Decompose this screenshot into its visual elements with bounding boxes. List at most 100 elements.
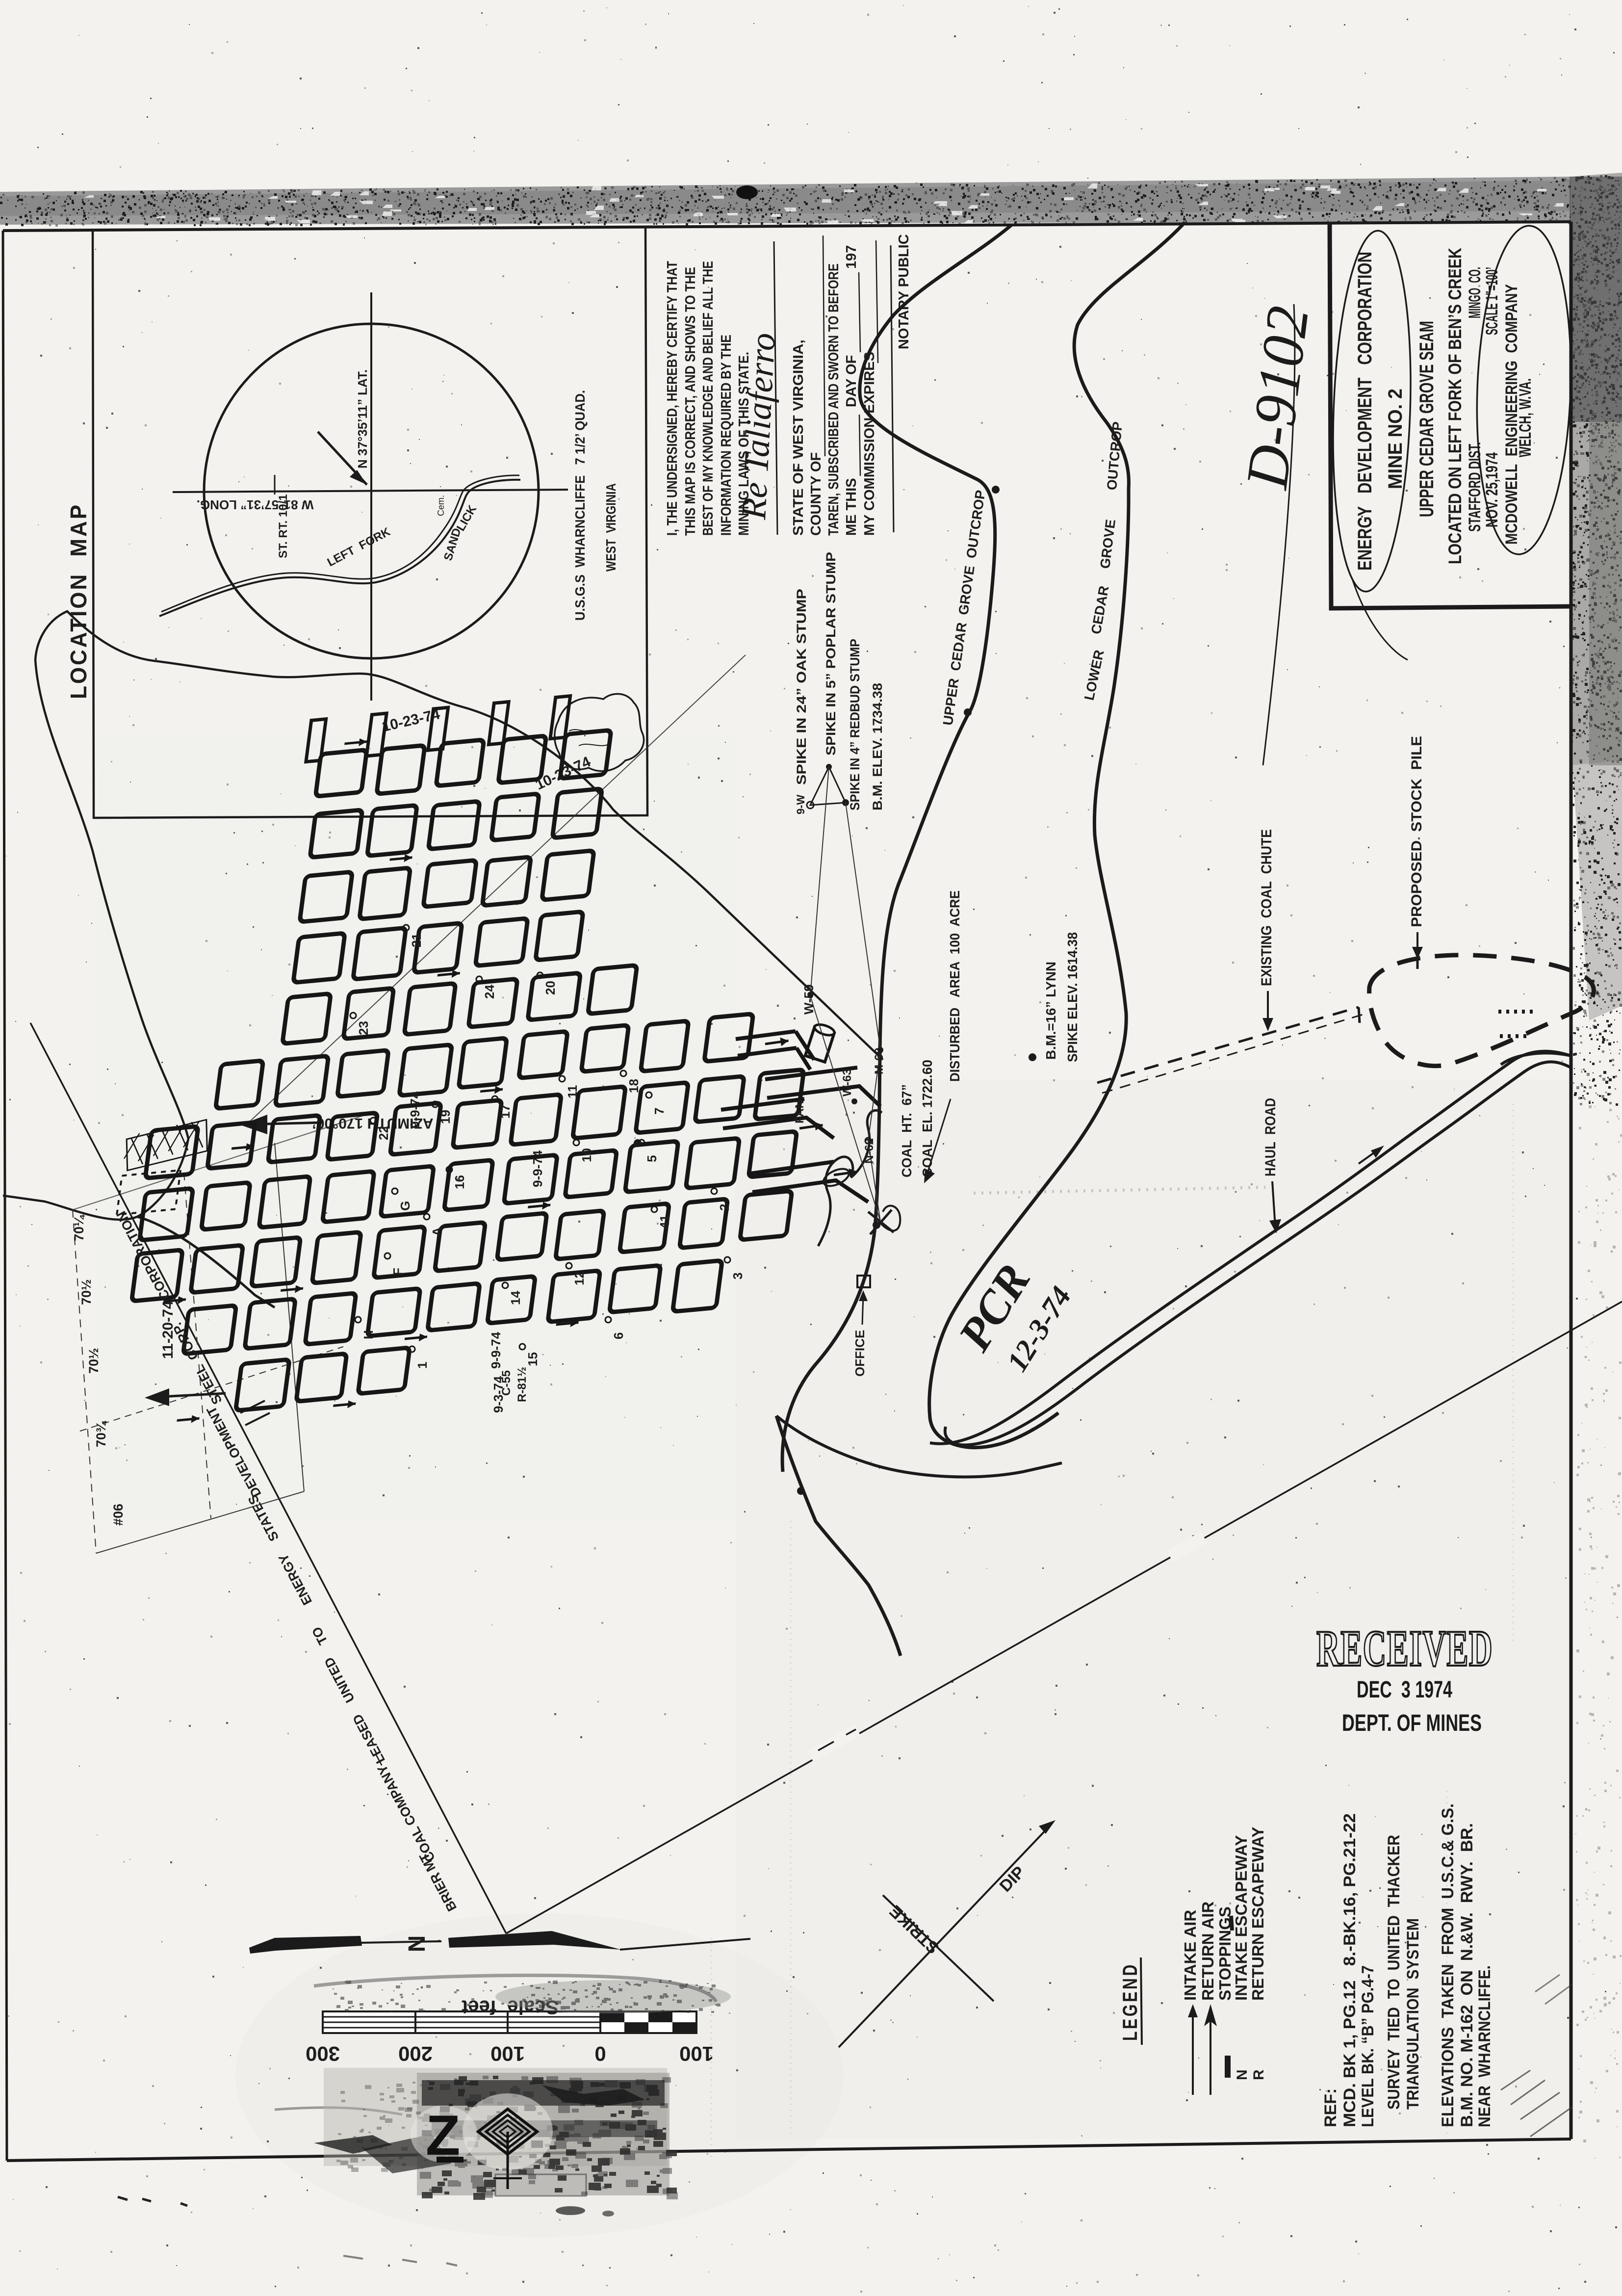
- svg-text:MINE NO. 2: MINE NO. 2: [1385, 389, 1406, 489]
- svg-text:UPPER CEDAR GROVE SEAM: UPPER CEDAR GROVE SEAM: [1416, 321, 1438, 517]
- svg-text:COAL HT. 67”: COAL HT. 67”: [899, 1084, 914, 1177]
- svg-text:HAUL ROAD: HAUL ROAD: [1262, 1098, 1279, 1176]
- svg-text:100: 100: [679, 2042, 714, 2065]
- svg-text:R-81½: R-81½: [515, 1367, 529, 1402]
- svg-text:B.M. NO. M-162 ON N.&W. RWY: B.M. NO. M-162 ON N.&W. RWY. BR.: [1458, 1823, 1476, 2127]
- svg-text:R: R: [1251, 2069, 1267, 2080]
- svg-text:24: 24: [482, 985, 497, 999]
- svg-text:ENERGY DEVELOPMENT CORPORA: ENERGY DEVELOPMENT CORPORATION: [1354, 252, 1376, 571]
- svg-text:20: 20: [543, 981, 558, 995]
- svg-text:15: 15: [525, 1352, 540, 1366]
- svg-text:LOCATION MAP: LOCATION MAP: [66, 503, 91, 699]
- svg-text:9-9-74: 9-9-74: [489, 1331, 503, 1369]
- svg-text:B.M. ELEV. 1734.38: B.M. ELEV. 1734.38: [870, 683, 885, 810]
- svg-text:WEST VIRGINIA: WEST VIRGINIA: [603, 483, 618, 572]
- svg-text:NEAR WHARNCLIFFE.: NEAR WHARNCLIFFE.: [1475, 1965, 1494, 2127]
- svg-text:9-3-74: 9-3-74: [491, 1376, 506, 1413]
- svg-text:F: F: [390, 1268, 405, 1276]
- svg-text:11: 11: [565, 1085, 580, 1099]
- svg-text:TAREN, SUBSCRIBED AND SWORN TO: TAREN, SUBSCRIBED AND SWORN TO BEFORE: [826, 263, 842, 536]
- svg-text:2: 2: [717, 1204, 732, 1211]
- svg-text:18: 18: [626, 1079, 641, 1093]
- svg-text:70¾: 70¾: [94, 1420, 108, 1447]
- svg-text:I, THE UNDERSIGNED, HEREBY CER: I, THE UNDERSIGNED, HEREBY CERTIFY THAT: [665, 261, 680, 536]
- svg-text:5: 5: [644, 1155, 659, 1162]
- svg-text:BEST OF MY KNOWLEDGE AND BELIE: BEST OF MY KNOWLEDGE AND BELIEF ALL THE: [700, 261, 716, 536]
- svg-text:14: 14: [508, 1291, 523, 1305]
- svg-text:REF:: REF:: [1321, 2088, 1340, 2127]
- svg-text:SPIKE IN 24” OAK STUMP: SPIKE IN 24” OAK STUMP: [794, 589, 809, 785]
- svg-text:9-9-74: 9-9-74: [408, 1091, 422, 1128]
- svg-text:197: 197: [844, 245, 859, 269]
- svg-text:SPIKE ELEV. 1614.38: SPIKE ELEV. 1614.38: [1065, 932, 1080, 1062]
- svg-text:N: N: [404, 1935, 430, 1953]
- svg-text:9-9-74: 9-9-74: [530, 1150, 545, 1187]
- svg-text:DISTURBED AREA 100 ACRE: DISTURBED AREA 100 ACRE: [947, 890, 962, 1082]
- svg-text:NOV. 25,1974: NOV. 25,1974: [1483, 452, 1501, 527]
- svg-text:EXISTING COAL CHUTE: EXISTING COAL CHUTE: [1259, 829, 1275, 986]
- svg-text:19: 19: [438, 1110, 453, 1124]
- svg-text:MINING LAWS OF THIS STATE.: MINING LAWS OF THIS STATE.: [736, 352, 752, 536]
- svg-text:G: G: [398, 1201, 412, 1211]
- svg-text:Cem.: Cem.: [436, 495, 446, 516]
- svg-text:RETURN AIR: RETURN AIR: [1199, 1902, 1217, 2001]
- svg-text:0: 0: [594, 2042, 606, 2065]
- svg-text:ST. RT. 10/1: ST. RT. 10/1: [277, 494, 290, 558]
- svg-text:TRIANGULATION SYSTEM: TRIANGULATION SYSTEM: [1404, 1918, 1422, 2110]
- svg-text:SURVEY TIED TO UNITED THAC: SURVEY TIED TO UNITED THACKER: [1385, 1835, 1403, 2110]
- svg-text:OFFICE: OFFICE: [852, 1330, 867, 1377]
- svg-text:W-59: W-59: [801, 984, 816, 1015]
- svg-text:23: 23: [356, 1021, 371, 1035]
- svg-text:STATE OF WEST VIRGINIA,: STATE OF WEST VIRGINIA,: [791, 339, 806, 536]
- svg-text:ELEVATIONS TAKEN FROM U.S.C: ELEVATIONS TAKEN FROM U.S.C.& G.S.: [1439, 1803, 1457, 2127]
- svg-text:SPIKE IN 4” REDBUD STUMP: SPIKE IN 4” REDBUD STUMP: [848, 639, 862, 810]
- svg-text:NOTARY PUBLIC: NOTARY PUBLIC: [896, 234, 912, 349]
- svg-text:10: 10: [579, 1148, 594, 1162]
- svg-text:INFORMATION REQUIRED BY THE: INFORMATION REQUIRED BY THE: [719, 335, 734, 536]
- svg-text:70½: 70½: [86, 1348, 101, 1374]
- svg-text:3: 3: [730, 1273, 745, 1279]
- svg-text:COUNTY OF: COUNTY OF: [808, 452, 824, 536]
- svg-text:MY COMMISSION EXPIRES: MY COMMISSION EXPIRES: [862, 352, 877, 536]
- svg-text:70¼: 70¼: [72, 1214, 86, 1241]
- svg-text:WELCH, W.VA.: WELCH, W.VA.: [1516, 378, 1535, 457]
- svg-text:U.S.G.S WHARNCLIFFE 7 1/2’: U.S.G.S WHARNCLIFFE 7 1/2’ QUAD.: [572, 390, 588, 621]
- svg-text:DEPT. OF MINES: DEPT. OF MINES: [1342, 1710, 1482, 1736]
- svg-text:W 81°57’31” LONG.: W 81°57’31” LONG.: [197, 497, 314, 512]
- svg-text:B.M.=16” LYNN: B.M.=16” LYNN: [1043, 962, 1058, 1060]
- svg-text:FAN: FAN: [793, 1100, 806, 1123]
- svg-text:Re Taliaferro: Re Taliaferro: [734, 332, 783, 521]
- svg-text:MCD. BK 1, PG.12 8.-BK.16, P: MCD. BK 1, PG.12 8.-BK.16, PG.21-22: [1340, 1813, 1359, 2127]
- svg-text:1: 1: [415, 1362, 430, 1369]
- svg-text:16: 16: [452, 1175, 467, 1189]
- svg-text:9-W: 9-W: [795, 794, 807, 814]
- svg-text:C-55: C-55: [500, 1370, 513, 1396]
- svg-text:22: 22: [376, 1126, 391, 1140]
- svg-text:LEVEL BK. “B” PG.4-7: LEVEL BK. “B” PG.4-7: [1359, 1965, 1377, 2127]
- svg-text:11-20-74: 11-20-74: [160, 1301, 176, 1359]
- svg-text:MCDOWELL ENGINEERING COMPANY: MCDOWELL ENGINEERING COMPANY: [1502, 284, 1521, 545]
- svg-text:200: 200: [398, 2042, 433, 2065]
- svg-text:THIS MAP IS CORRECT, AND SHOWS: THIS MAP IS CORRECT, AND SHOWS TO THE: [683, 267, 698, 536]
- svg-text:17: 17: [498, 1104, 513, 1119]
- svg-text:H: H: [361, 1330, 376, 1339]
- svg-text:Z: Z: [426, 2104, 460, 2167]
- svg-text:A: A: [430, 1227, 444, 1236]
- svg-text:RETURN ESCAPEWAY: RETURN ESCAPEWAY: [1249, 1826, 1267, 2001]
- svg-text:DAY OF: DAY OF: [844, 355, 859, 407]
- svg-text:LEGEND: LEGEND: [1118, 1962, 1141, 2041]
- svg-text:12: 12: [572, 1271, 587, 1285]
- svg-text:300: 300: [306, 2042, 340, 2065]
- svg-text:PROPOSED STOCK PILE: PROPOSED STOCK PILE: [1409, 736, 1425, 927]
- svg-text:21: 21: [409, 933, 424, 947]
- svg-text:6: 6: [611, 1332, 626, 1339]
- svg-text:COAL EL. 1722.60: COAL EL. 1722.60: [920, 1060, 935, 1177]
- svg-text:RECEIVED: RECEIVED: [1316, 1619, 1493, 1677]
- svg-text:MINGO CO.: MINGO CO.: [1466, 267, 1484, 318]
- svg-text:N 37°35’11” LAT.: N 37°35’11” LAT.: [355, 369, 370, 469]
- svg-text:SPIKE IN 5” POPLAR STUMP: SPIKE IN 5” POPLAR STUMP: [824, 552, 838, 756]
- svg-text:7: 7: [652, 1108, 667, 1115]
- svg-text:INTAKE ESCAPEWAY: INTAKE ESCAPEWAY: [1232, 1835, 1250, 2001]
- svg-text:N: N: [1234, 2069, 1250, 2080]
- svg-text:100: 100: [490, 2042, 525, 2065]
